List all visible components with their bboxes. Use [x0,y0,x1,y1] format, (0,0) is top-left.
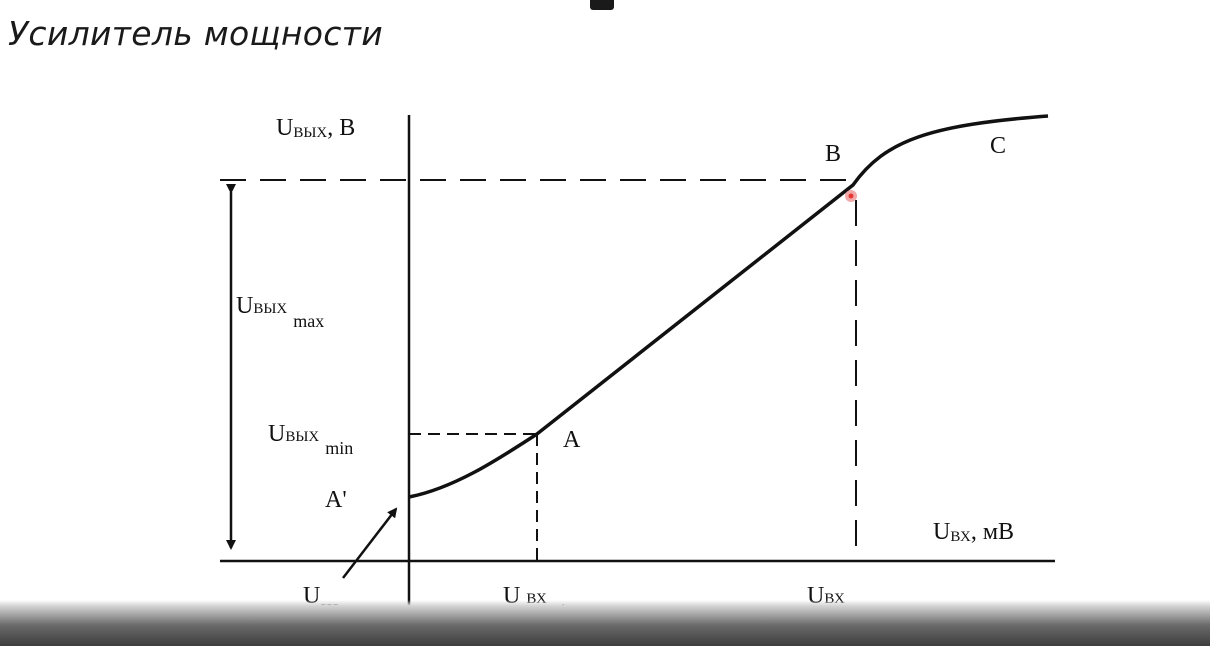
u-out-max-label: UВЫХmax [236,293,324,331]
point-a-label: A [563,427,581,453]
point-b-label: B [825,141,841,167]
title-fragment [590,0,614,10]
point-c-label: C [990,133,1006,159]
video-controls-shadow [0,600,1210,646]
y-axis-label: UВЫХ, В [276,115,355,141]
u-out-min-label: UВЫХmin [268,421,353,458]
u-noise-pointer-arrow [342,507,398,579]
cursor-dot [848,193,854,199]
slide-subtitle: Усилитель мощности [8,14,383,53]
point-a-prime-label: A' [325,487,347,513]
x-axis-label: UВХ, мВ [933,519,1014,545]
characteristic-curve [408,114,1049,499]
